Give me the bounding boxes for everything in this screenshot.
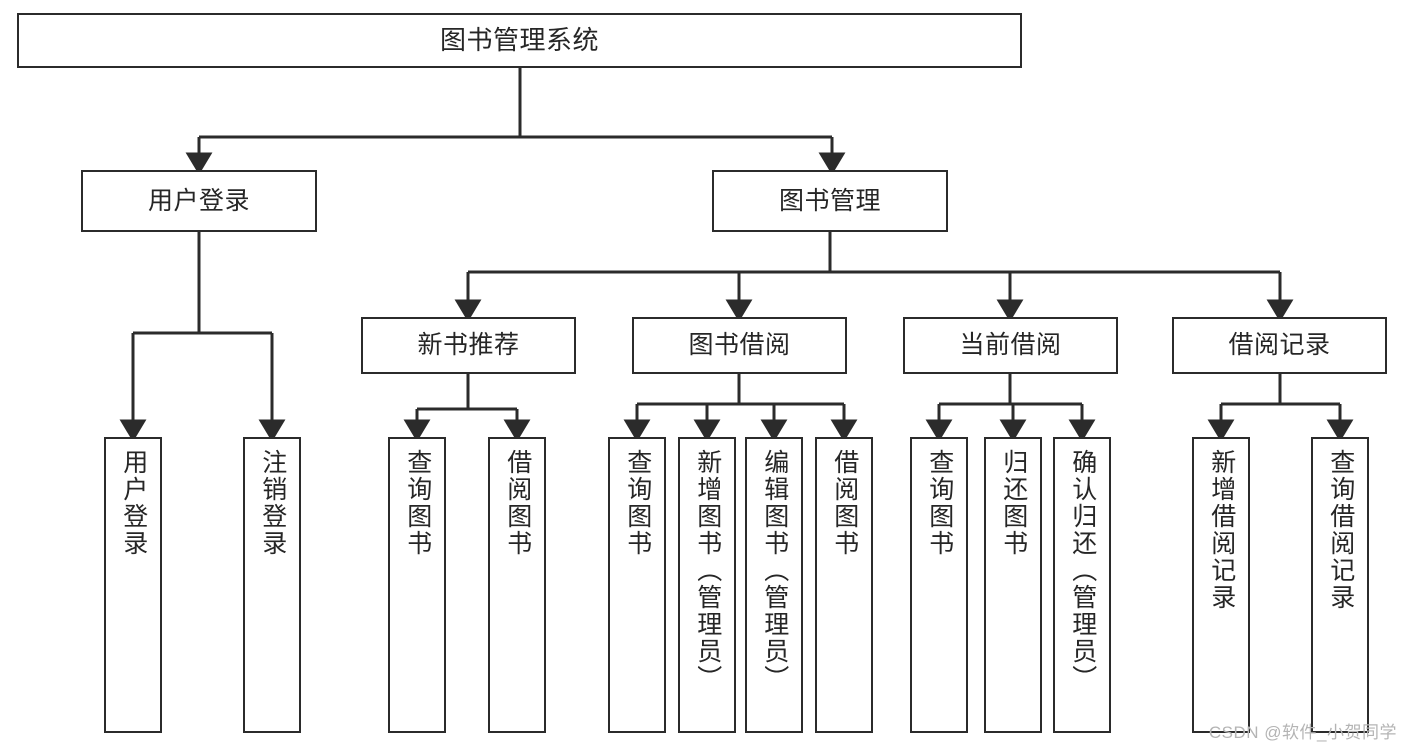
- node-label: 归还图书: [999, 449, 1028, 557]
- node-label: 新增图书（管理员）: [693, 449, 722, 692]
- leaf-query-borrow-record[interactable]: 查询借阅记录: [1311, 437, 1369, 733]
- node-book-management[interactable]: 图书管理: [712, 170, 948, 232]
- leaf-query-book-current[interactable]: 查询图书: [910, 437, 968, 733]
- leaf-add-borrow-record[interactable]: 新增借阅记录: [1192, 437, 1250, 733]
- node-label: 编辑图书（管理员）: [760, 449, 789, 692]
- leaf-return-book[interactable]: 归还图书: [984, 437, 1042, 733]
- node-book-borrow[interactable]: 图书借阅: [632, 317, 847, 374]
- node-root-system[interactable]: 图书管理系统: [17, 13, 1022, 68]
- node-new-book-recommend[interactable]: 新书推荐: [361, 317, 576, 374]
- node-label: 图书管理: [778, 186, 881, 215]
- leaf-edit-book-admin[interactable]: 编辑图书（管理员）: [745, 437, 803, 733]
- node-borrow-record[interactable]: 借阅记录: [1172, 317, 1387, 374]
- leaf-logout-login[interactable]: 注销登录: [243, 437, 301, 733]
- node-label: 图书借阅: [688, 331, 791, 360]
- leaf-user-login[interactable]: 用户登录: [104, 437, 162, 733]
- node-label: 确认归还（管理员）: [1068, 449, 1097, 692]
- node-label: 查询图书: [623, 449, 652, 557]
- node-label: 新书推荐: [417, 331, 520, 360]
- node-label: 注销登录: [258, 449, 287, 557]
- node-user-login[interactable]: 用户登录: [81, 170, 317, 232]
- leaf-query-book-borrow[interactable]: 查询图书: [608, 437, 666, 733]
- node-label: 查询图书: [925, 449, 954, 557]
- leaf-add-book-admin[interactable]: 新增图书（管理员）: [678, 437, 736, 733]
- leaf-confirm-return-admin[interactable]: 确认归还（管理员）: [1053, 437, 1111, 733]
- leaf-borrow-book[interactable]: 借阅图书: [815, 437, 873, 733]
- node-current-borrow[interactable]: 当前借阅: [903, 317, 1118, 374]
- node-label: 借阅图书: [503, 449, 532, 557]
- node-label: 用户登录: [147, 186, 250, 215]
- leaf-query-book-newbook[interactable]: 查询图书: [388, 437, 446, 733]
- node-label: 借阅图书: [830, 449, 859, 557]
- node-label: 新增借阅记录: [1207, 449, 1236, 611]
- node-label: 当前借阅: [959, 331, 1062, 360]
- node-label: 用户登录: [119, 449, 148, 557]
- node-label: 借阅记录: [1228, 331, 1331, 360]
- leaf-borrow-book-newbook[interactable]: 借阅图书: [488, 437, 546, 733]
- node-label: 查询借阅记录: [1326, 449, 1355, 611]
- node-label: 图书管理系统: [439, 24, 599, 55]
- node-label: 查询图书: [403, 449, 432, 557]
